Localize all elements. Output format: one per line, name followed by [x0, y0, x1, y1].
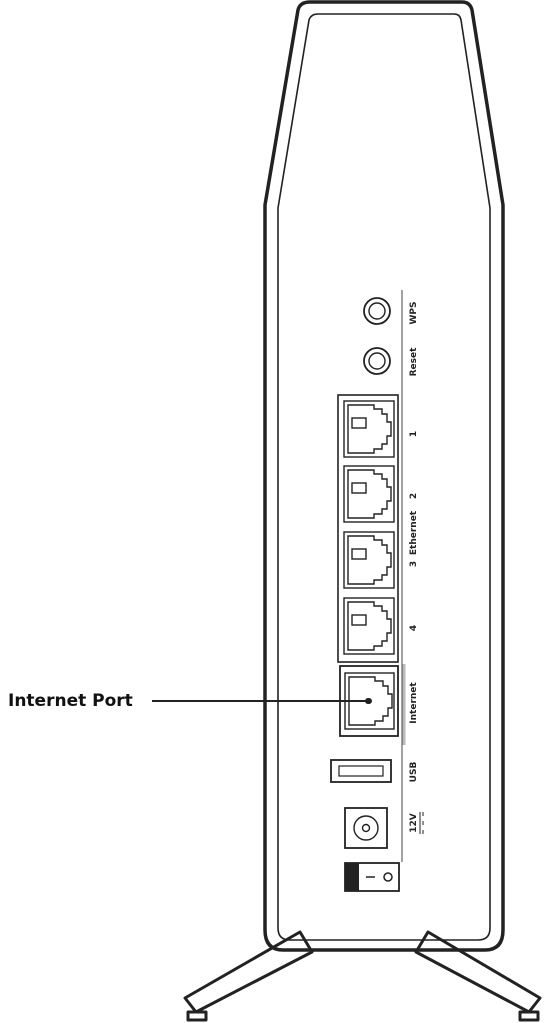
ethernet-2-label: 2 [409, 493, 419, 499]
wps-label: WPS [409, 301, 419, 324]
ethernet-1-label: 1 [409, 431, 419, 437]
ethernet-3-label: 3 [409, 561, 419, 567]
power-jack [344, 807, 388, 849]
wps-button [363, 297, 391, 325]
power-switch [344, 862, 400, 892]
power-label: 12V [409, 813, 419, 833]
usb-port [330, 759, 392, 783]
internet-label: Internet [409, 682, 419, 724]
router-body [263, 0, 505, 952]
ethernet-block [337, 394, 399, 663]
router-stand [183, 930, 542, 1022]
dc-symbol [419, 812, 424, 834]
ethernet-port-2 [343, 465, 395, 523]
ethernet-port-3 [343, 531, 395, 589]
ethernet-group-label: Ethernet [409, 510, 419, 555]
callout-endpoint [365, 698, 371, 704]
internet-port-callout-label: Internet Port [8, 691, 133, 711]
usb-label: USB [409, 762, 419, 783]
reset-label: Reset [409, 347, 419, 376]
ethernet-port-4 [343, 597, 395, 655]
reset-button [363, 347, 391, 375]
ethernet-4-label: 4 [409, 625, 419, 631]
ethernet-port-1 [343, 400, 395, 458]
